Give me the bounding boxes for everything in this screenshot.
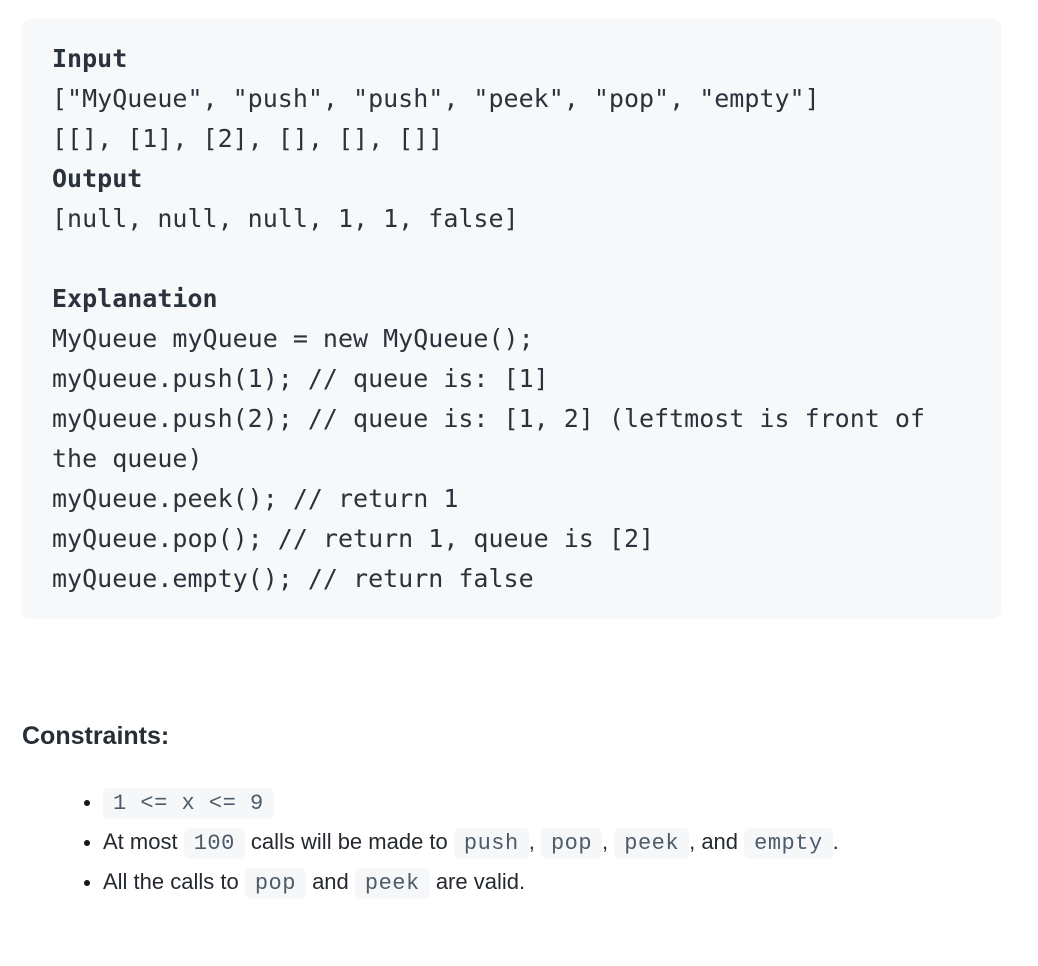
- constraint-2-code-empty: empty: [744, 828, 833, 859]
- constraints-heading: Constraints:: [22, 722, 170, 750]
- example-input-label: Input: [52, 44, 128, 73]
- example-blank-line: [52, 239, 971, 279]
- constraint-2-text-3: ,: [528, 829, 541, 854]
- constraint-2-code-push: push: [453, 828, 529, 859]
- explanation-line-3: myQueue.push(2); // queue is: [1, 2] (le…: [52, 404, 941, 473]
- constraint-2-text-2: calls will be made to: [244, 829, 454, 854]
- constraint-3-text-3: are valid.: [429, 869, 526, 894]
- constraint-item-3: All the calls to pop and peek are valid.: [103, 865, 1001, 901]
- example-output-label: Output: [52, 164, 143, 193]
- explanation-line-5: myQueue.pop(); // return 1, queue is [2]: [52, 524, 655, 553]
- explanation-line-4: myQueue.peek(); // return 1: [52, 484, 459, 513]
- example-input-line-1: ["MyQueue", "push", "push", "peek", "pop…: [52, 84, 820, 113]
- constraint-1-code-range: 1 <= x <= 9: [103, 788, 274, 819]
- constraint-2-code-peek: peek: [614, 828, 690, 859]
- constraint-3-text-1: All the calls to: [103, 869, 245, 894]
- constraint-2-code-pop: pop: [540, 828, 603, 859]
- constraint-3-code-pop: pop: [244, 868, 306, 899]
- constraint-2-text-6: .: [832, 829, 839, 854]
- example-block: Input ["MyQueue", "push", "push", "peek"…: [22, 19, 1001, 619]
- explanation-line-1: MyQueue myQueue = new MyQueue();: [52, 324, 534, 353]
- constraint-3-code-peek: peek: [354, 868, 430, 899]
- example-output-line: [null, null, null, 1, 1, false]: [52, 204, 519, 233]
- constraint-3-text-2: and: [305, 869, 355, 894]
- explanation-line-6: myQueue.empty(); // return false: [52, 564, 534, 593]
- constraint-2-code-100: 100: [183, 828, 245, 859]
- explanation-line-2: myQueue.push(1); // queue is: [1]: [52, 364, 549, 393]
- constraint-item-2: At most 100 calls will be made to push , …: [103, 825, 1001, 861]
- constraints-list: 1 <= x <= 9 At most 100 calls will be ma…: [22, 785, 1001, 901]
- constraint-item-1: 1 <= x <= 9: [103, 785, 1001, 821]
- example-input-line-2: [[], [1], [2], [], [], []]: [52, 124, 444, 153]
- example-explanation-label: Explanation: [52, 284, 218, 313]
- constraint-2-text-5: , and: [689, 829, 745, 854]
- constraint-2-text-4: ,: [602, 829, 615, 854]
- constraint-2-text-1: At most: [103, 829, 184, 854]
